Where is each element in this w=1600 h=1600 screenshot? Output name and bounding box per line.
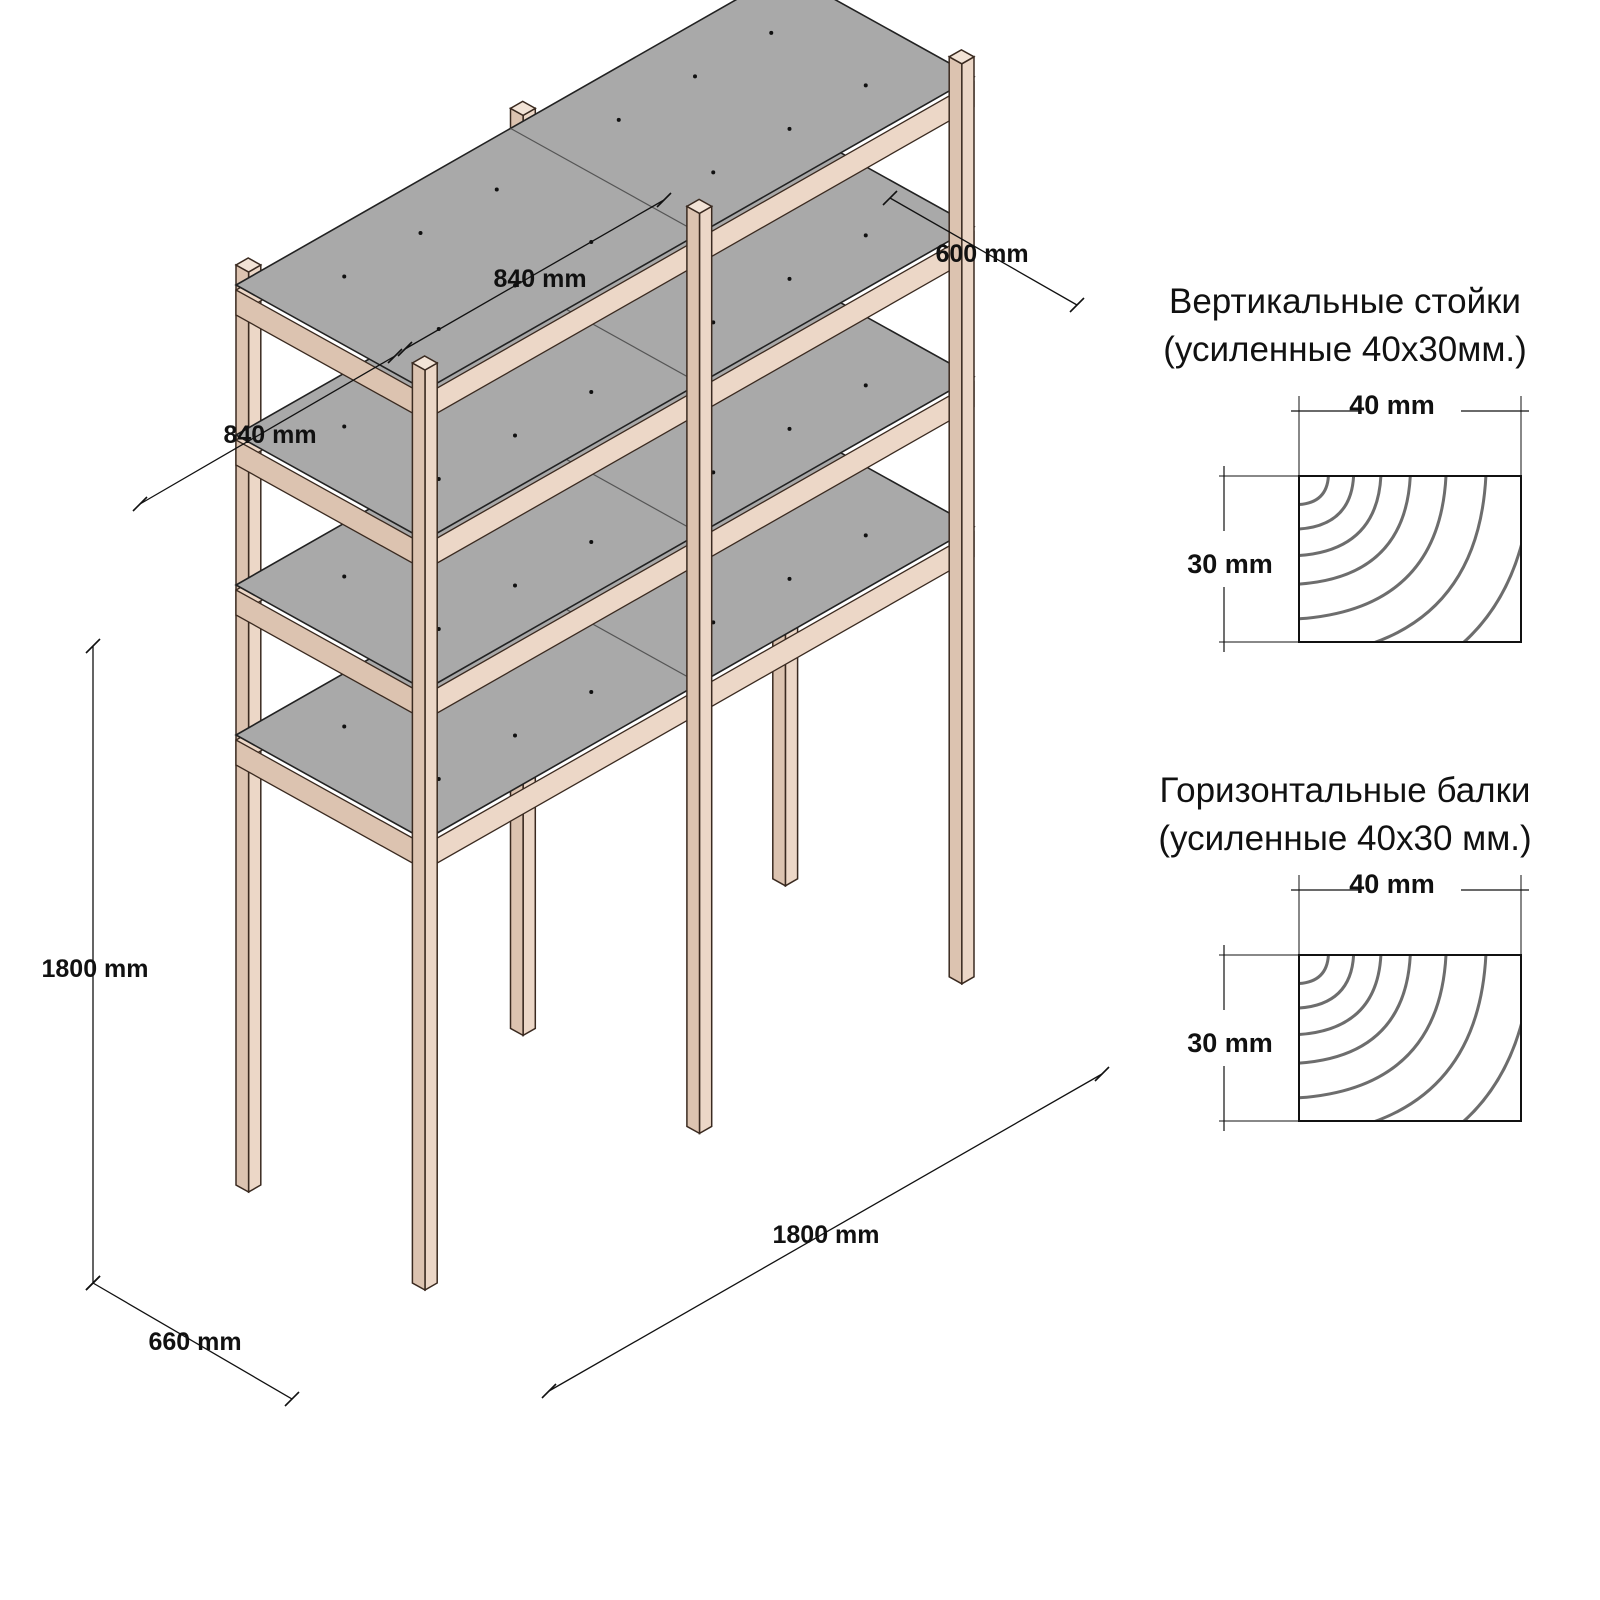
screw-dot [342, 574, 347, 579]
dimension-lines [85, 190, 1110, 1407]
back-post-top-face [508, 100, 537, 117]
dimension-label-bottom-length: 1800 mm [772, 1221, 879, 1249]
growth-ring [1371, 955, 1488, 1121]
growth-ring [1299, 955, 1383, 1037]
top-right-length-dimension-line [404, 199, 665, 350]
shelving-unit-drawing [234, 0, 976, 1292]
screw-dot [863, 383, 868, 388]
back-post-top-face [234, 257, 263, 273]
top-left-length-dimension-line [139, 355, 396, 505]
top-depth-dimension-line [889, 197, 1078, 306]
section-vertical-posts: Вертикальные стойки (усиленные 40х30мм.)… [1163, 282, 1529, 652]
screw-dot [589, 539, 594, 544]
section-title-vertical-posts: Вертикальные стойки [1169, 282, 1521, 321]
screw-dot [863, 83, 868, 88]
growth-ring [1299, 476, 1330, 507]
front-post-side-face [686, 205, 701, 1135]
growth-ring [1461, 540, 1521, 642]
height-dimension-line-tick [85, 638, 101, 654]
screw-dot [589, 389, 594, 394]
section-width-label: 40 mm [1349, 390, 1435, 420]
top-left-length-dimension-line-tick [387, 348, 403, 364]
front-post-front-face [961, 55, 975, 986]
screw-dot [589, 689, 594, 694]
section-height-label: 30 mm [1187, 549, 1273, 579]
dimension-label-top-depth: 600 mm [935, 240, 1028, 268]
front-post-front-face [698, 205, 713, 1135]
screw-dot [863, 533, 868, 538]
bottom-length-dimension-line-tick [541, 1383, 557, 1399]
dimension-label-top-left-length: 840 mm [223, 421, 316, 449]
bottom-length-dimension-line [548, 1073, 1103, 1392]
growth-rings [1299, 955, 1521, 1121]
growth-ring [1299, 476, 1412, 586]
screw-dot [769, 30, 774, 35]
dimension-label-height: 1800 mm [41, 955, 148, 983]
top-right-length-dimension-line-tick [397, 341, 413, 357]
bottom-depth-dimension-line [92, 1282, 293, 1400]
bottom-depth-dimension-line-tick [284, 1391, 300, 1407]
wood-cross-section-image [1219, 875, 1529, 1131]
shelf-board [234, 0, 976, 391]
screw-dot [494, 187, 499, 192]
growth-ring [1461, 1019, 1521, 1121]
top-depth-dimension-line-tick [882, 190, 898, 206]
screw-dot [342, 424, 347, 429]
screw-dot [418, 230, 423, 235]
screw-dot [616, 117, 621, 122]
screw-dot [787, 126, 792, 131]
screw-dot [787, 576, 792, 581]
section-width-label: 40 mm [1349, 869, 1435, 899]
screw-dot [342, 274, 347, 279]
dimension-label-top-right-length: 840 mm [493, 265, 586, 293]
front-post-front-face [424, 361, 438, 1292]
growth-ring [1299, 955, 1330, 986]
screw-dot [711, 170, 716, 175]
front-post-top-face [410, 355, 439, 371]
growth-ring [1299, 955, 1412, 1065]
screw-dot [342, 724, 347, 729]
section-subtitle-vertical-posts: (усиленные 40х30мм.) [1163, 330, 1527, 369]
growth-ring [1299, 955, 1448, 1100]
top-right-length-dimension-line-tick [656, 192, 672, 208]
section-horizontal-beams: Горизонтальные балки (усиленные 40х30 мм… [1158, 771, 1532, 1131]
front-post-side-face [411, 361, 426, 1292]
screw-dot [513, 583, 517, 588]
front-post-side-face [948, 55, 963, 986]
section-height-label: 30 mm [1187, 1028, 1273, 1058]
wood-cross-section-image [1219, 396, 1529, 652]
screw-dot [787, 276, 792, 281]
screw-dot [513, 433, 517, 438]
bottom-depth-dimension-line-tick [85, 1275, 101, 1291]
front-post-top-face [947, 48, 976, 65]
growth-ring [1299, 476, 1448, 621]
section-title-horizontal-beams: Горизонтальные балки [1160, 771, 1531, 810]
shelf-board-seam [510, 127, 700, 234]
screw-dot [863, 233, 868, 238]
screw-dot [513, 733, 517, 738]
dimension-label-bottom-depth: 660 mm [148, 1328, 241, 1356]
bottom-length-dimension-line-tick [1094, 1066, 1110, 1082]
top-left-length-dimension-line-tick [132, 496, 148, 512]
cross-section-outline [1298, 475, 1522, 643]
screw-dot [693, 74, 697, 79]
growth-ring [1299, 476, 1383, 558]
screw-dot [787, 426, 792, 431]
section-subtitle-horizontal-beams: (усиленные 40х30 мм.) [1158, 819, 1531, 858]
growth-ring [1371, 476, 1488, 642]
cross-section-outline [1298, 954, 1522, 1122]
top-depth-dimension-line-tick [1069, 297, 1085, 313]
growth-ring [1299, 476, 1356, 531]
front-post-top-face [685, 198, 714, 215]
growth-ring [1299, 955, 1356, 1010]
growth-rings [1299, 476, 1521, 642]
